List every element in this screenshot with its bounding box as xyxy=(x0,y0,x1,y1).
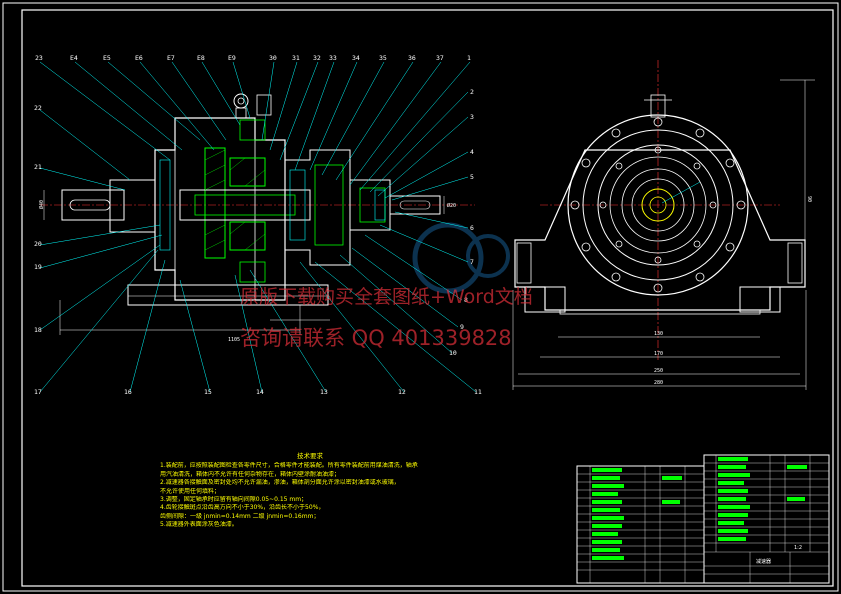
part-label: 31 xyxy=(292,54,300,62)
note-item: 3.调整，固定轴承时应留有轴向间隙0.05~0.15 mm； xyxy=(160,496,308,504)
note-item: 不允许使用任何填料； xyxy=(160,487,221,495)
part-label: 20 xyxy=(34,240,42,248)
dim-side-width-4: 280 xyxy=(654,380,663,386)
part-label: 14 xyxy=(256,388,264,396)
part-label: E9 xyxy=(228,54,236,62)
technical-notes: 技术要求 1.装配前，应按照装配图检查各零件尺寸，合格零件才能装配。所有零件装配… xyxy=(160,452,460,530)
inner-frame xyxy=(21,9,834,587)
part-label: 3 xyxy=(470,113,474,121)
part-label: 37 xyxy=(436,54,444,62)
part-label: 10 xyxy=(449,349,457,357)
watermark-line-1: 原版下载购买全套图纸+Word文档 xyxy=(240,286,533,308)
part-label: 11 xyxy=(474,388,482,396)
dim-shaft-left: Ø40 xyxy=(38,200,45,209)
note-item: 用汽油清洗，箱体内不允许有任何杂物存在，箱体内壁涂耐油油漆； xyxy=(160,470,341,478)
part-label: 4 xyxy=(470,148,474,156)
part-label: E7 xyxy=(167,54,175,62)
part-label: E6 xyxy=(135,54,143,62)
note-item: 4.齿轮接触斑点沿齿高方向不小于30%，沿齿长不小于50%， xyxy=(160,504,325,512)
side-view: 130 170 250 280 90 xyxy=(512,60,815,390)
part-labels-right: 2 3 4 5 6 7 8 9 10 xyxy=(449,88,474,357)
part-label: 22 xyxy=(34,104,42,112)
note-item: 2.减速器各接触面及密封处均不允许漏油，渗油，箱体剖分面允许涂以密封油漆或水玻璃… xyxy=(160,479,400,487)
part-label: E8 xyxy=(197,54,205,62)
part-label: 18 xyxy=(34,326,42,334)
part-label: 9 xyxy=(460,323,464,331)
part-label: 15 xyxy=(204,388,212,396)
part-label: E4 xyxy=(70,54,78,62)
note-item: 1.装配前，应按照装配图检查各零件尺寸，合格零件才能装配。所有零件装配前用煤油清… xyxy=(160,462,418,470)
part-label: 2 xyxy=(470,88,474,96)
part-label: 19 xyxy=(34,263,42,271)
part-label: 13 xyxy=(320,388,328,396)
watermark-line-2: 咨询请联系 QQ 401339828 xyxy=(240,326,512,350)
part-labels-top: 23 E4 E5 E6 E7 E8 E9 30 31 32 33 34 35 3… xyxy=(35,54,471,62)
part-label: 12 xyxy=(398,388,406,396)
part-label: 8 xyxy=(464,296,468,304)
watermark-logo xyxy=(412,222,510,294)
dim-side-width-1: 130 xyxy=(654,331,663,337)
drawing-scale: 1:2 xyxy=(794,545,802,551)
drawing-name: 减速器 xyxy=(756,558,771,565)
part-labels-left: 22 21 20 19 18 xyxy=(34,104,42,334)
note-item: 5.减速器外表面涂灰色油漆。 xyxy=(160,521,238,529)
part-label: 34 xyxy=(352,54,360,62)
part-label: 1 xyxy=(467,54,471,62)
part-label: 5 xyxy=(470,173,474,181)
front-section-view: 1105 Ø40 Ø20 xyxy=(38,93,475,343)
technical-notes-title: 技术要求 xyxy=(297,452,323,460)
dim-side-width-3: 250 xyxy=(654,368,663,374)
part-label: 36 xyxy=(408,54,416,62)
part-label: 35 xyxy=(379,54,387,62)
part-label: 23 xyxy=(35,54,43,62)
note-item: 齿侧间隙：一级 jnmin=0.14mm 二级 jnmin=0.16mm； xyxy=(160,512,320,520)
dim-side-height: 90 xyxy=(806,196,812,202)
part-label: 7 xyxy=(470,258,474,266)
part-label: 30 xyxy=(269,54,277,62)
part-label: 16 xyxy=(124,388,132,396)
part-label: E5 xyxy=(103,54,111,62)
part-labels-bottom: 17 16 15 14 13 12 11 xyxy=(34,388,482,396)
part-label: 33 xyxy=(329,54,337,62)
leader-lines xyxy=(39,61,477,393)
part-label: 17 xyxy=(34,388,42,396)
part-label: 32 xyxy=(313,54,321,62)
part-label: 6 xyxy=(470,224,474,232)
dim-shaft-right: Ø20 xyxy=(447,202,456,209)
part-label: 21 xyxy=(34,163,42,171)
dim-front-length: 1105 xyxy=(228,337,240,343)
title-block: 减速器 1:2 xyxy=(576,454,830,584)
dim-side-width-2: 170 xyxy=(654,351,663,357)
